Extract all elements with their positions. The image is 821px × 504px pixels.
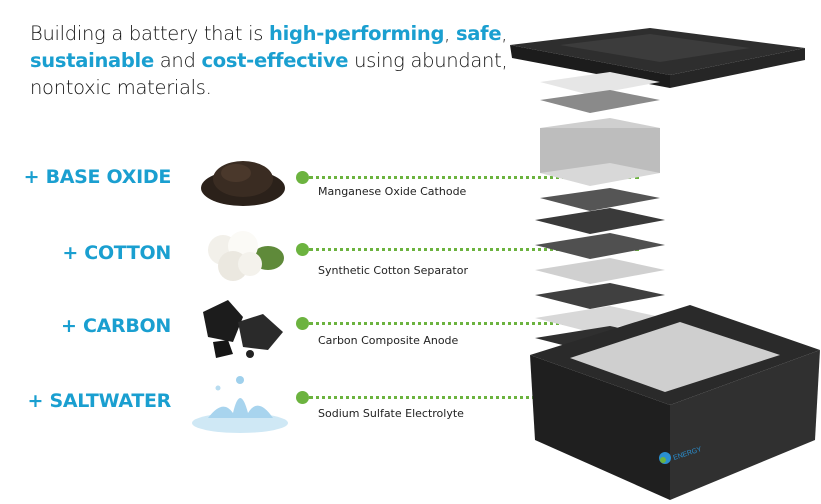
headline-text: using abundant, nontoxic materials.	[30, 49, 508, 99]
highlight-cost-effective: cost-effective	[201, 49, 349, 72]
highlight-high-performing: high-performing	[269, 22, 445, 45]
electrode-stack	[535, 72, 665, 352]
connector-line	[309, 322, 639, 325]
connector-line	[309, 248, 639, 251]
headline-text: and	[153, 49, 202, 72]
battery-lid	[510, 28, 805, 88]
material-label-cotton: + COTTON	[62, 242, 171, 264]
cotton-boll-icon	[208, 231, 284, 281]
water-splash-icon	[192, 376, 288, 433]
connector-dot	[296, 317, 309, 330]
headline-text: Building a battery that is	[30, 22, 270, 45]
component-caption-cathode: Manganese Oxide Cathode	[318, 185, 467, 198]
component-caption-electrolyte: Sodium Sulfate Electrolyte	[318, 407, 464, 420]
carbon-lumps-icon	[203, 300, 283, 358]
highlight-safe: safe	[455, 22, 502, 45]
connector-line	[309, 176, 639, 179]
connector-line	[309, 396, 639, 399]
component-caption-anode: Carbon Composite Anode	[318, 334, 459, 347]
soil-pile-icon	[201, 161, 285, 206]
material-label-saltwater: + SALTWATER	[27, 390, 172, 412]
component-caption-separator: Synthetic Cotton Separator	[318, 264, 468, 277]
material-label-base-oxide: + BASE OXIDE	[23, 166, 172, 188]
headline: Building a battery that is high-performi…	[30, 20, 510, 101]
headline-text: ,	[444, 22, 456, 45]
exploded-battery-illustration: ENERGY	[510, 28, 820, 500]
connector-dot	[296, 391, 309, 404]
connector-dot	[296, 243, 309, 256]
battery-housing: ENERGY	[530, 305, 820, 500]
material-label-carbon: + CARBON	[61, 315, 171, 337]
connector-dot	[296, 171, 309, 184]
highlight-sustainable: sustainable	[30, 49, 154, 72]
headline-text: ,	[501, 22, 508, 45]
